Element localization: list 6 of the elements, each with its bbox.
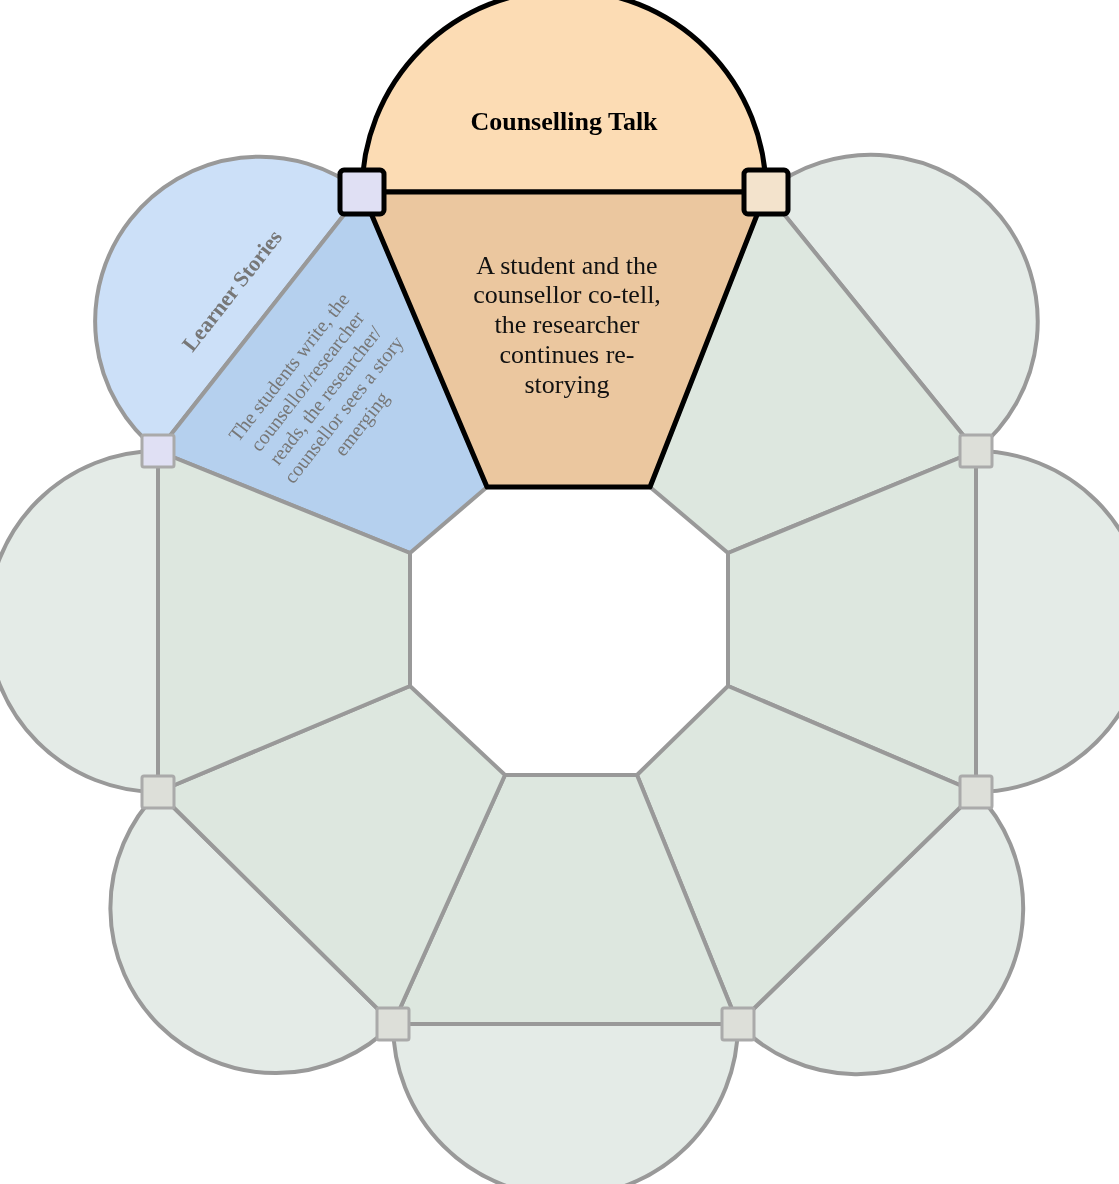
- petal-segment: [391, 773, 740, 1184]
- segment-text: A student and the counsellor co-tell, the researcher continues re-storying: [472, 250, 662, 400]
- petal-segment: [726, 449, 1119, 794]
- segment-heading: Counselling Talk: [469, 107, 659, 137]
- petal-segment: [635, 684, 1026, 1076]
- petal-segment: [108, 684, 507, 1075]
